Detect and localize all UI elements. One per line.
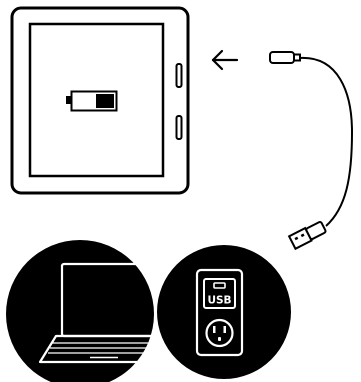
outlet-ground — [218, 337, 221, 341]
usb-label: USB — [207, 295, 231, 307]
page-turn-button-bottom — [175, 115, 183, 140]
battery-fill — [96, 94, 114, 108]
laptop-circle — [6, 240, 154, 382]
left-arrow-icon — [211, 49, 239, 71]
outlet-prong-left — [213, 326, 216, 333]
wall-outlet-power-source: USB — [157, 245, 291, 379]
page-turn-button-top — [175, 63, 183, 88]
usb-cable-icon — [269, 51, 354, 251]
outlet-prong-right — [223, 326, 226, 333]
usb-port-box — [203, 278, 236, 309]
laptop-icon — [38, 262, 172, 364]
outlet-socket — [205, 318, 234, 348]
battery-tip — [66, 96, 72, 104]
laptop-power-source — [6, 240, 172, 382]
usb-a-connector — [287, 220, 327, 251]
usb-port-slot — [213, 282, 226, 289]
wall-outlet-icon: USB — [195, 268, 244, 357]
cable-wire — [299, 56, 354, 227]
outlet-plate — [195, 268, 244, 357]
outlet-circle — [157, 245, 291, 379]
battery-low-icon — [66, 90, 118, 112]
ereader-device-icon — [10, 6, 190, 195]
micro-usb-connector — [269, 51, 301, 64]
